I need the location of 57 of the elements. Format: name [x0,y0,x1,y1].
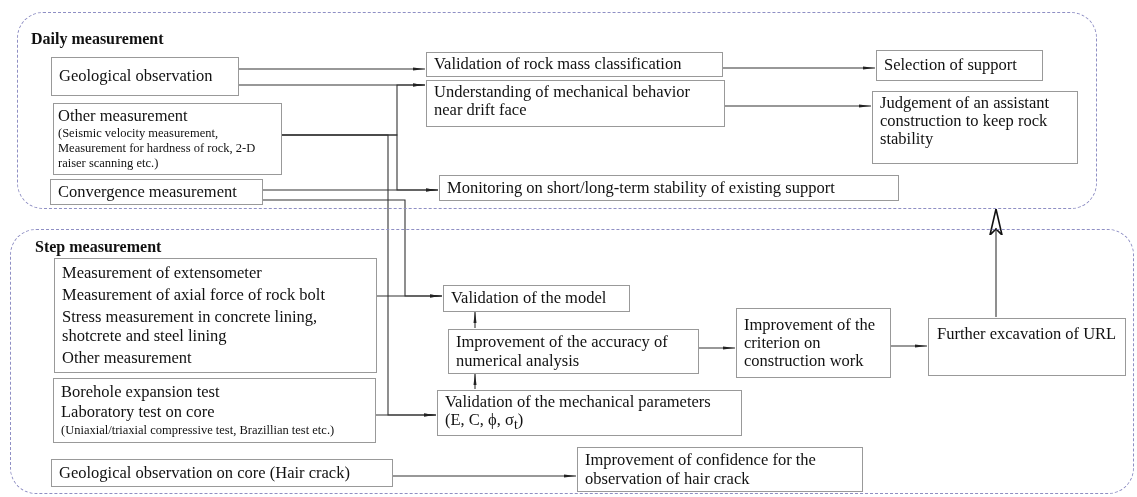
box-text: Validation of rock mass classification [434,55,683,74]
box-text: Borehole expansion test [61,382,221,401]
process-box [426,52,723,77]
arrow [237,67,426,71]
process-box [439,175,899,201]
arrow [723,104,872,108]
arrow [473,372,477,390]
arrow [473,310,477,329]
process-box [928,318,1126,376]
box-text: Measurement of axial force of rock bolt [62,286,326,305]
box-text: Measurement of extensometer [62,264,263,283]
process-box [426,80,725,127]
box-text: Selection of support [884,56,1018,75]
process-box [872,91,1078,164]
box-text: Monitoring on short/long-term stability of existing support [447,178,836,198]
arrow [989,208,1003,318]
note-text: (Uniaxial/triaxial compressive test, Brazillian test etc.) [61,423,336,439]
box-text: Other measurement [58,107,189,126]
note-text: (Seismic velocity measurement, Measurement for hardness of rock, 2-D raiser scanning etc.) [58,125,257,171]
box-text: Convergence measurement [58,182,238,202]
box-text: Geological observation on core (Hair crack) [59,463,351,483]
process-box [437,390,742,436]
box-text: Improvement of confidence for the observation of hair crack [585,451,817,488]
arrow [697,346,736,350]
process-box [50,179,263,205]
arrow [391,474,577,478]
box-text: (E, C, ϕ, σ$_{t}$) [445,411,525,433]
box-text: Validation of the model [451,289,608,308]
arrow [374,413,437,417]
box-text: Laboratory test on core [61,403,216,422]
process-box [54,258,377,373]
arrow [261,188,439,192]
process-box [51,459,393,487]
box-text: Improvement of the criterion on construction work [744,315,877,371]
process-box [53,378,376,443]
dashed-group-frame [17,12,1097,209]
process-box [443,285,630,312]
arrow [721,66,876,70]
box-text: Validation of the mechanical parameters [445,393,712,412]
process-box [577,447,863,492]
process-box [53,103,282,175]
box-text: Stress measurement in concrete lining, shotcrete and steel lining [62,308,319,345]
group-title: Daily measurement [31,30,164,48]
box-text: Judgement of an assistant construction to keep rock stability [880,94,1051,149]
arrow [889,344,928,348]
process-box [448,329,699,374]
process-box [876,50,1043,81]
arrow [375,294,443,298]
box-text: Geological observation [59,67,214,86]
group-title: Step measurement [35,238,162,256]
box-text: Further excavation of URL [937,325,1117,344]
box-text: Other measurement [62,348,193,367]
dashed-group-frame [10,229,1134,494]
box-text: Improvement of the accuracy of numerical analysis [456,333,669,370]
process-box [736,308,891,378]
process-box [51,57,239,96]
box-text: Understanding of mechanical behavior near drift face [434,83,692,120]
